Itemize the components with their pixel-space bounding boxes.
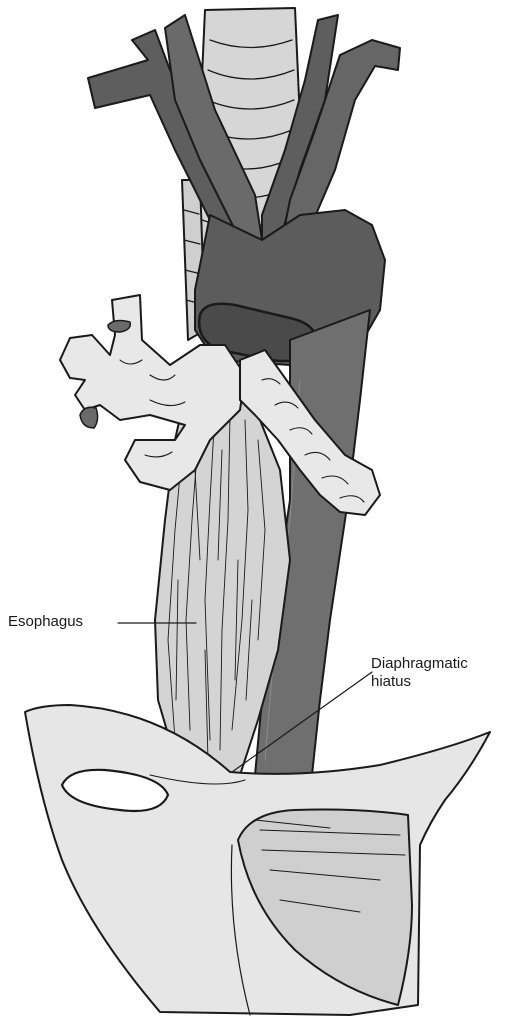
bronchus-opening-1 [108, 321, 130, 332]
diaphragmatic-hiatus-label: Diaphragmatic hiatus [371, 655, 468, 691]
bronchus-opening-2 [80, 407, 98, 428]
esophagus-label: Esophagus [8, 613, 83, 631]
